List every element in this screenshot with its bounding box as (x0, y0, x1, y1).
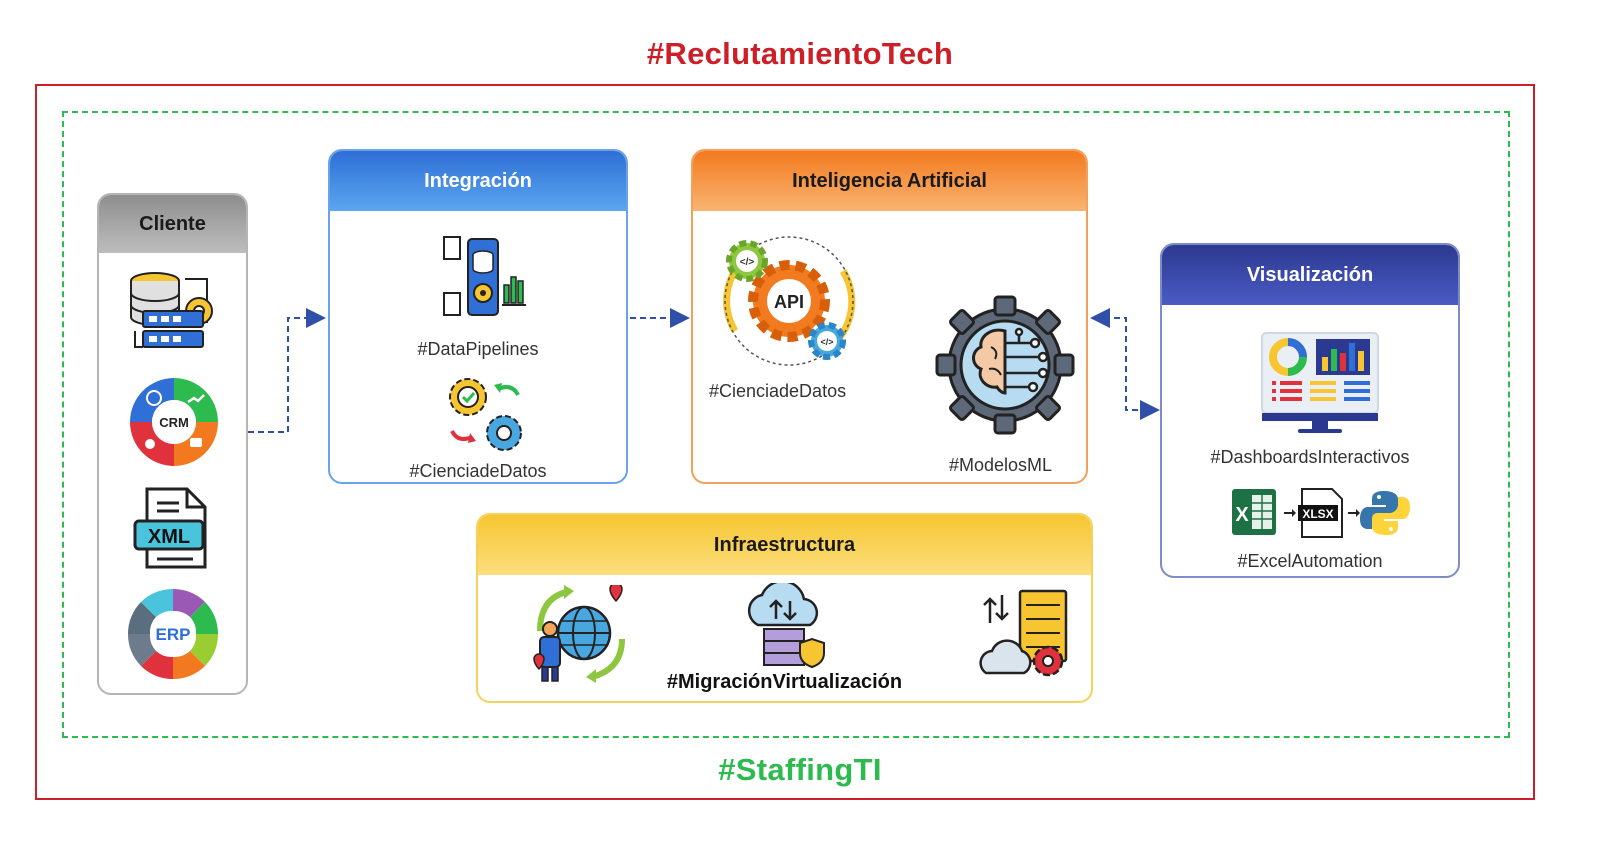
crm-icon: CRM (126, 374, 222, 470)
xlsx-label: XLSX (1302, 507, 1333, 521)
erp-icon: ERP (124, 585, 222, 683)
excel-to-python-icons: X XLSX (1230, 487, 1412, 539)
ia-ciencia-caption: #CienciadeDatos (709, 381, 847, 401)
modelos-ml-caption: #ModelosML (949, 455, 1053, 475)
infraestructura-title: Infraestructura (713, 533, 856, 556)
visualizacion-title: Visualización (1246, 263, 1374, 286)
cliente-header: Cliente (99, 195, 246, 253)
infraestructura-header: Infraestructura (478, 515, 1091, 575)
integracion-card: Integración #DataPipelines (328, 149, 628, 484)
ia-header: Inteligencia Artificial (693, 151, 1086, 211)
integracion-title: Integración (424, 169, 532, 192)
globe-migration-icon (530, 585, 630, 685)
cliente-title: Cliente (139, 212, 206, 235)
dashboard-monitor-icon (1260, 331, 1380, 435)
data-pipeline-icon (442, 235, 528, 321)
migracion-caption: #MigraciónVirtualización (666, 671, 903, 693)
server-cloud-gear-icon (978, 589, 1074, 681)
visualizacion-card: Visualización (1160, 243, 1460, 578)
crm-label: CRM (159, 415, 189, 430)
svg-text:X: X (1235, 504, 1249, 526)
diagram-footer-title: #StaffingTI (718, 752, 882, 787)
infraestructura-card: Infraestructura (476, 513, 1093, 703)
visualizacion-header: Visualización (1162, 245, 1458, 305)
api-label: API (774, 292, 804, 312)
ia-card: Inteligencia Artificial </> </> API #Cie… (691, 149, 1088, 484)
arrow-cliente-integracion (248, 308, 326, 433)
ml-brain-gear-icon (935, 295, 1075, 435)
dashboards-caption: #DashboardsInteractivos (1210, 447, 1410, 467)
database-server-icon (129, 269, 219, 359)
erp-label: ERP (156, 625, 191, 644)
xml-file-icon: XML (133, 485, 215, 573)
diagram-title: #ReclutamientoTech (646, 36, 954, 71)
integracion-ciencia-caption: #CienciadeDatos (409, 461, 547, 481)
inner-dashed-frame (62, 111, 1510, 738)
api-gears-icon: </> </> API (715, 231, 863, 371)
xml-label: XML (148, 526, 190, 548)
svg-text:</>: </> (740, 257, 755, 268)
integracion-header: Integración (330, 151, 626, 211)
data-pipelines-caption: #DataPipelines (417, 339, 539, 359)
arrow-ia-visualizacion (1090, 308, 1160, 420)
cloud-server-security-icon (740, 583, 830, 669)
gears-cycle-icon (442, 371, 528, 455)
ia-title: Inteligencia Artificial (792, 169, 987, 192)
svg-text:</>: </> (820, 337, 833, 347)
cliente-card: Cliente (97, 193, 248, 695)
outer-frame (35, 84, 1535, 800)
excel-automation-caption: #ExcelAutomation (1237, 551, 1383, 571)
